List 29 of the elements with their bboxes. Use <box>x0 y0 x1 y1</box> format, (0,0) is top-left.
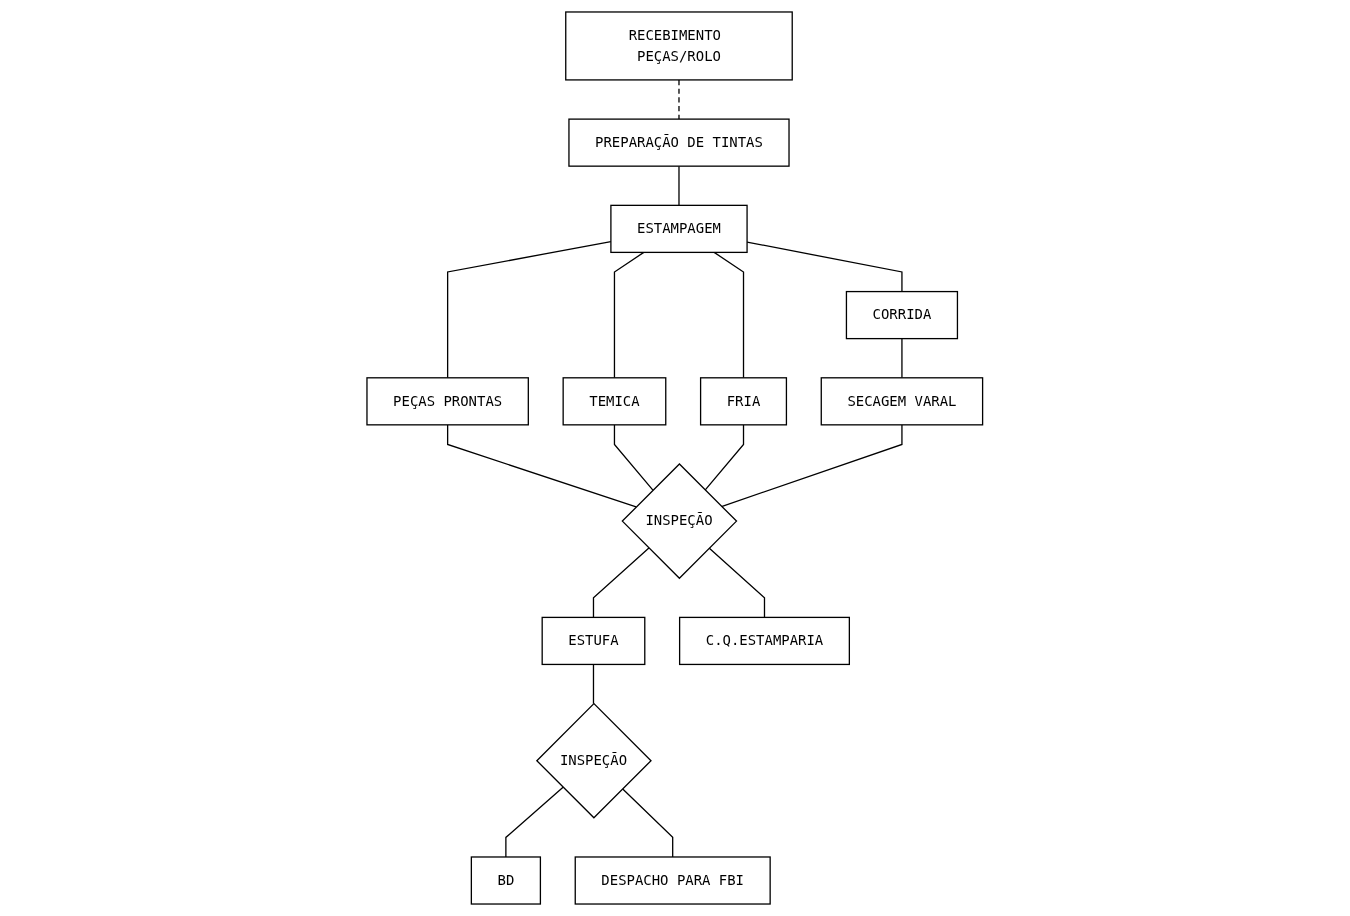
connector <box>678 165 680 206</box>
connector <box>901 337 903 379</box>
connector <box>721 424 903 508</box>
connector <box>447 424 637 508</box>
connector <box>614 424 654 491</box>
node-diamond: INSPEÇÃO <box>621 463 738 580</box>
node-box: PEÇAS PRONTAS <box>366 377 530 426</box>
connector <box>447 240 612 379</box>
node-box: TEMICA <box>562 377 667 426</box>
connector <box>713 251 745 379</box>
node-box: RECEBIMENTO PEÇAS/ROLO <box>565 11 794 81</box>
node-box: ESTAMPAGEM <box>610 204 748 254</box>
node-box: PREPARAÇÃO DE TINTAS <box>568 118 790 167</box>
connector <box>614 251 645 379</box>
node-box: BD <box>470 856 542 905</box>
node-box: CORRIDA <box>846 290 959 340</box>
node-box: ESTUFA <box>541 616 646 666</box>
node-box: DESPACHO PARA FBI <box>574 856 771 905</box>
node-diamond: INSPEÇÃO <box>536 702 653 819</box>
node-box: FRIA <box>700 377 788 426</box>
connector <box>505 786 564 858</box>
connector <box>622 788 674 858</box>
node-box: C.Q.ESTAMPARIA <box>679 616 851 666</box>
node-box: SECAGEM VARAL <box>820 377 984 426</box>
connector <box>704 424 745 491</box>
connector <box>678 79 680 120</box>
connector <box>708 547 766 619</box>
connector <box>593 547 650 619</box>
connector <box>593 663 595 705</box>
